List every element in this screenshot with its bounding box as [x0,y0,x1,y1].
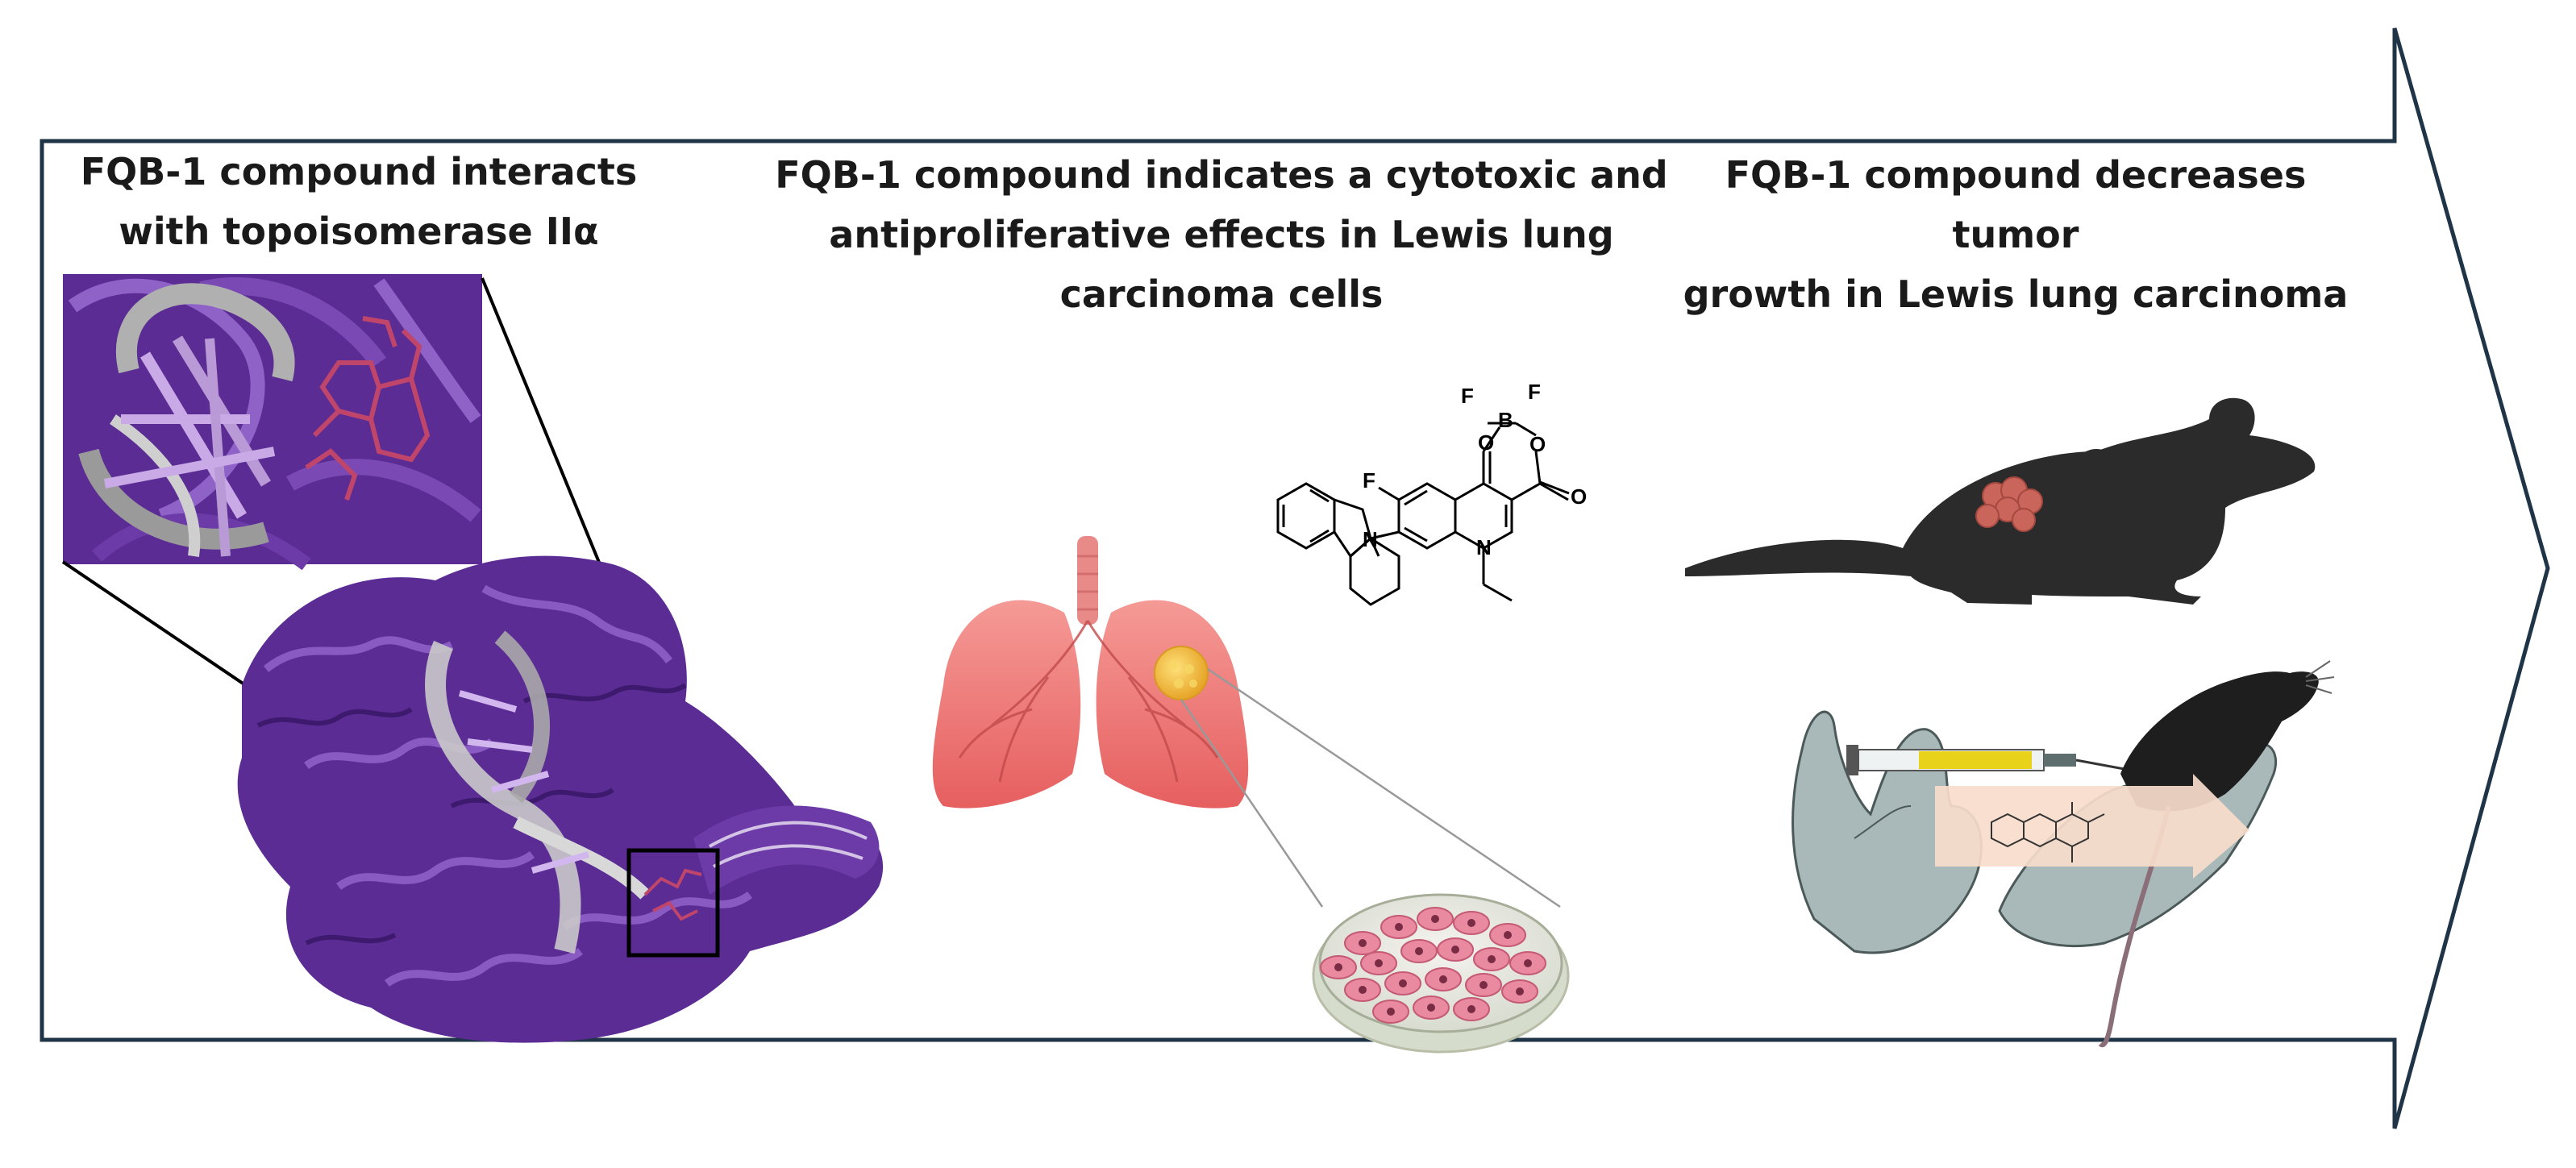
process-arrow-outline [40,27,2550,1129]
atom-f-ring: F [1363,468,1375,493]
injection-illustration [1792,660,2335,1048]
right-title-line-1: FQB-1 compound decreases tumor [1725,153,2307,256]
atom-n-carbazole: N [1363,527,1378,551]
zoom-box [626,848,720,958]
middle-title-line-1: FQB-1 compound indicates a cytotoxic and [775,153,1668,197]
atom-n-quinolone: N [1476,535,1492,559]
middle-title-line-2: antiproliferative effects in Lewis lung [829,213,1614,256]
drug-arrow-band [1935,774,2249,879]
mini-molecule [1991,802,2105,862]
atom-f2: F [1528,380,1541,404]
protein-inset-image [63,274,482,571]
cells [1320,907,1546,1024]
atom-o-ester: O [1529,432,1546,456]
left-title-line-2: with topoisomerase IIα [119,210,599,253]
atom-b: B [1498,408,1513,432]
chemical-structure [1276,422,1570,606]
left-panel-title: FQB-1 compound interacts with topoisomer… [65,142,653,261]
mouse-silhouette [1685,397,2316,605]
held-mouse [2120,671,2319,812]
lungs-illustration [932,536,1249,808]
right-title-line-2: growth in Lewis lung carcinoma [1683,272,2349,316]
zoom-line-dish-left [1180,699,1324,908]
petri-dish [1312,893,1570,1054]
syringe [1846,745,2129,775]
protein-panel [61,274,884,1043]
protein-structure [237,555,884,1043]
zoom-line-dish-right [1207,667,1561,908]
lung-tumor [1154,646,1209,700]
atom-o-keto: O [1478,430,1494,455]
middle-title-line-3: carcinoma cells [1059,272,1384,316]
atom-o-carbonyl: O [1571,484,1587,509]
ligand-sticks [305,316,431,501]
right-panel-title: FQB-1 compound decreases tumor growth in… [1669,145,2362,324]
atom-f1: F [1461,384,1474,408]
molecule-atom-labels: F F B O O O F N N [1363,380,1587,559]
left-title-line-1: FQB-1 compound interacts [80,150,638,193]
left-glove [1792,710,1983,954]
middle-panel-title: FQB-1 compound indicates a cytotoxic and… [774,145,1669,324]
mouse-tumor [1975,476,2043,532]
